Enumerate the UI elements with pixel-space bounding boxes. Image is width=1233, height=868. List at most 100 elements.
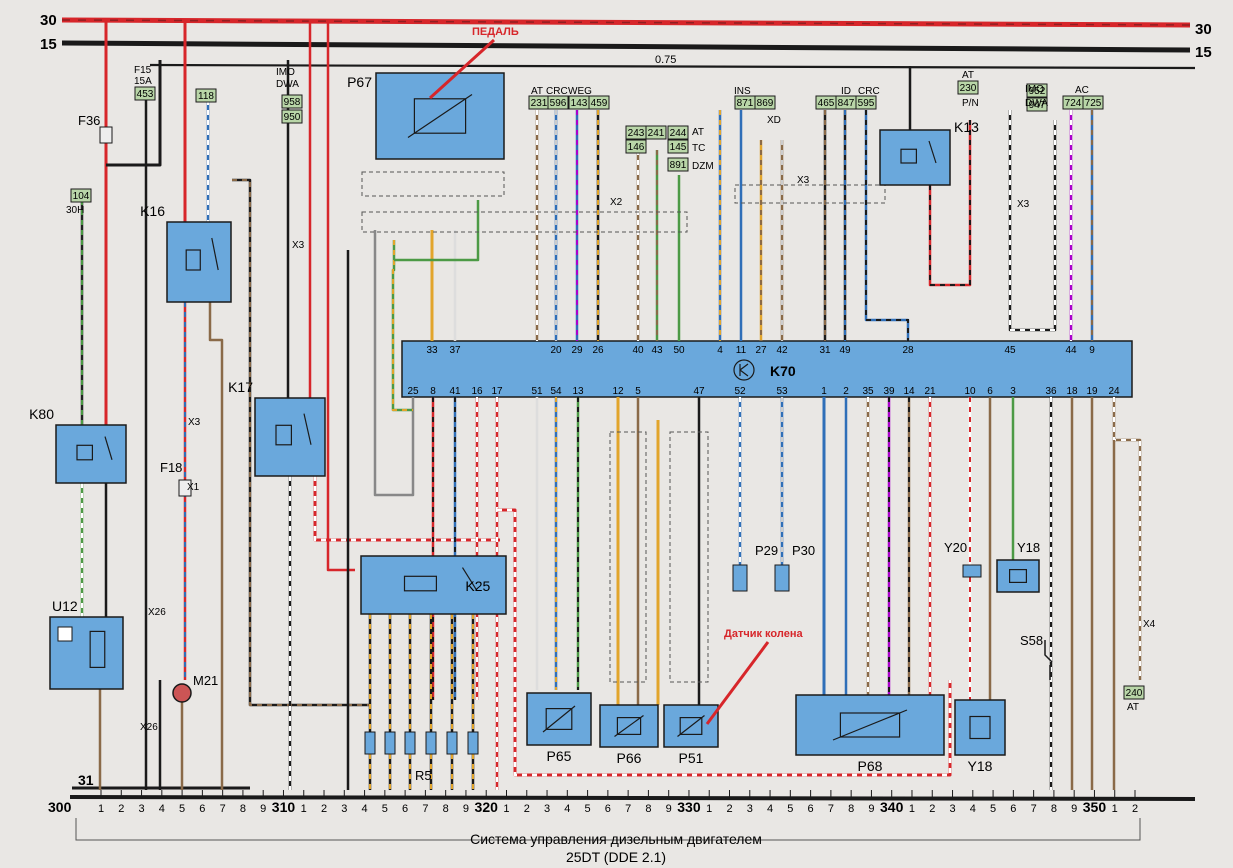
bus-number: 6 [808, 803, 814, 815]
label-XD: XD [767, 115, 781, 126]
component-P67: P67 [347, 72, 505, 160]
wire-code: 958 [284, 97, 301, 108]
label-30H: 30H [66, 205, 84, 216]
label-F15: F15 [134, 65, 152, 76]
label-AT2: AT [692, 127, 704, 138]
diagram-title: Система управления дизельным двигателем [470, 831, 762, 847]
bus-number: 7 [220, 803, 226, 815]
component-label: Y18 [968, 758, 993, 774]
label-X3d: X3 [188, 417, 201, 428]
ecu-pin: 51 [531, 386, 543, 397]
wire-code: 465 [818, 98, 835, 109]
ecu-pin: 31 [819, 345, 831, 356]
ecu-pin: 18 [1066, 386, 1078, 397]
wires [80, 20, 1142, 790]
resistor-icon [364, 731, 376, 755]
ecu-pin: 47 [693, 386, 705, 397]
ecu-pin: 4 [717, 345, 723, 356]
bus-number: 7 [625, 803, 631, 815]
wire-code: 891 [670, 160, 687, 171]
bus-number: 4 [362, 803, 368, 815]
rail-30: 30 30 [40, 12, 1212, 38]
label-AC: AC [1075, 85, 1089, 96]
label-Y20: Y20 [944, 540, 967, 555]
wire-code: 871 [737, 98, 754, 109]
label-WEG: WEG [568, 86, 592, 97]
ecu-label: K70 [770, 363, 796, 379]
wire-code-tag: 871 [734, 95, 756, 110]
label-AT4: AT [1127, 702, 1139, 713]
resistor-icon [384, 731, 396, 755]
wire-code: 231 [531, 98, 548, 109]
label-AT3: AT [962, 70, 974, 81]
ecu-pin: 14 [903, 386, 915, 397]
wire-code-tag: 145 [667, 139, 689, 154]
ecu-pin: 28 [902, 345, 914, 356]
label-X26: X26 [148, 607, 166, 618]
wire-code-tag: 231 [528, 95, 550, 110]
component-label: U12 [52, 598, 78, 614]
ecu-pin: 6 [987, 386, 993, 397]
component-K25: K25 [360, 555, 507, 615]
label-DWA: DWA [276, 79, 299, 90]
bus-number: 2 [118, 803, 124, 815]
component-P51: P51 [663, 704, 719, 766]
ecu-pin: 26 [592, 345, 604, 356]
bus-number: 350 [1083, 799, 1107, 815]
component-K16: K16 [140, 203, 232, 303]
label-S58: S58 [1020, 633, 1043, 648]
wire-code: 869 [757, 98, 774, 109]
wire-code: 952 [1029, 86, 1046, 97]
ecu-pin: 41 [449, 386, 461, 397]
ecu-pin: 33 [426, 345, 438, 356]
ecu-pin: 12 [612, 386, 624, 397]
rail-15-label-left: 15 [40, 36, 57, 53]
label-IMO2: IMO [1025, 84, 1044, 95]
bus-number: 6 [1010, 803, 1016, 815]
motor-icon [172, 683, 192, 703]
wire-code: 947 [1029, 100, 1046, 111]
wire-code: 118 [198, 91, 214, 102]
ecu-pin: 11 [736, 345, 747, 356]
bus-number: 8 [240, 803, 246, 815]
ecu-pin: 8 [430, 386, 436, 397]
bus-number: 7 [828, 803, 834, 815]
sensor-icon [774, 564, 790, 592]
valve-icon [962, 564, 982, 578]
component-label: K16 [140, 203, 165, 219]
bus-number: 2 [524, 803, 530, 815]
bus-number: 9 [666, 803, 672, 815]
ecu-pin: 3 [1010, 386, 1016, 397]
component-K80: K80 [29, 406, 127, 484]
label-F15-amp: 15A [134, 76, 152, 87]
bus-number: 3 [747, 803, 753, 815]
component-Y5 [996, 559, 1040, 593]
wire-code-tag: 724 [1062, 95, 1084, 110]
wire-code: 241 [648, 128, 665, 139]
label-P30: P30 [792, 543, 815, 558]
wire-code: 453 [137, 89, 154, 100]
bus-number: 8 [645, 803, 651, 815]
wire-code: 847 [838, 98, 855, 109]
wire-code: 950 [284, 112, 301, 123]
ecu-pin: 2 [843, 386, 849, 397]
ecu-pin: 13 [572, 386, 584, 397]
bus-number: 1 [503, 803, 509, 815]
component-P66: P66 [599, 704, 659, 766]
bus-number: 3 [341, 803, 347, 815]
bus-bracket [75, 818, 1141, 841]
wire-code: 596 [550, 98, 567, 109]
ecu-pin: 24 [1108, 386, 1120, 397]
bus-number: 3 [138, 803, 144, 815]
ecu-pin: 27 [755, 345, 767, 356]
bus-number: 5 [585, 803, 591, 815]
label-INS: INS [734, 86, 751, 97]
ecu-pin: 21 [924, 386, 936, 397]
ecu-pin: 9 [1089, 345, 1095, 356]
wire-code: 145 [670, 142, 687, 153]
small-labels: P29 P30 Y20 Y18 S58 M21 R5 F18 F36 F15 1… [66, 65, 1156, 783]
